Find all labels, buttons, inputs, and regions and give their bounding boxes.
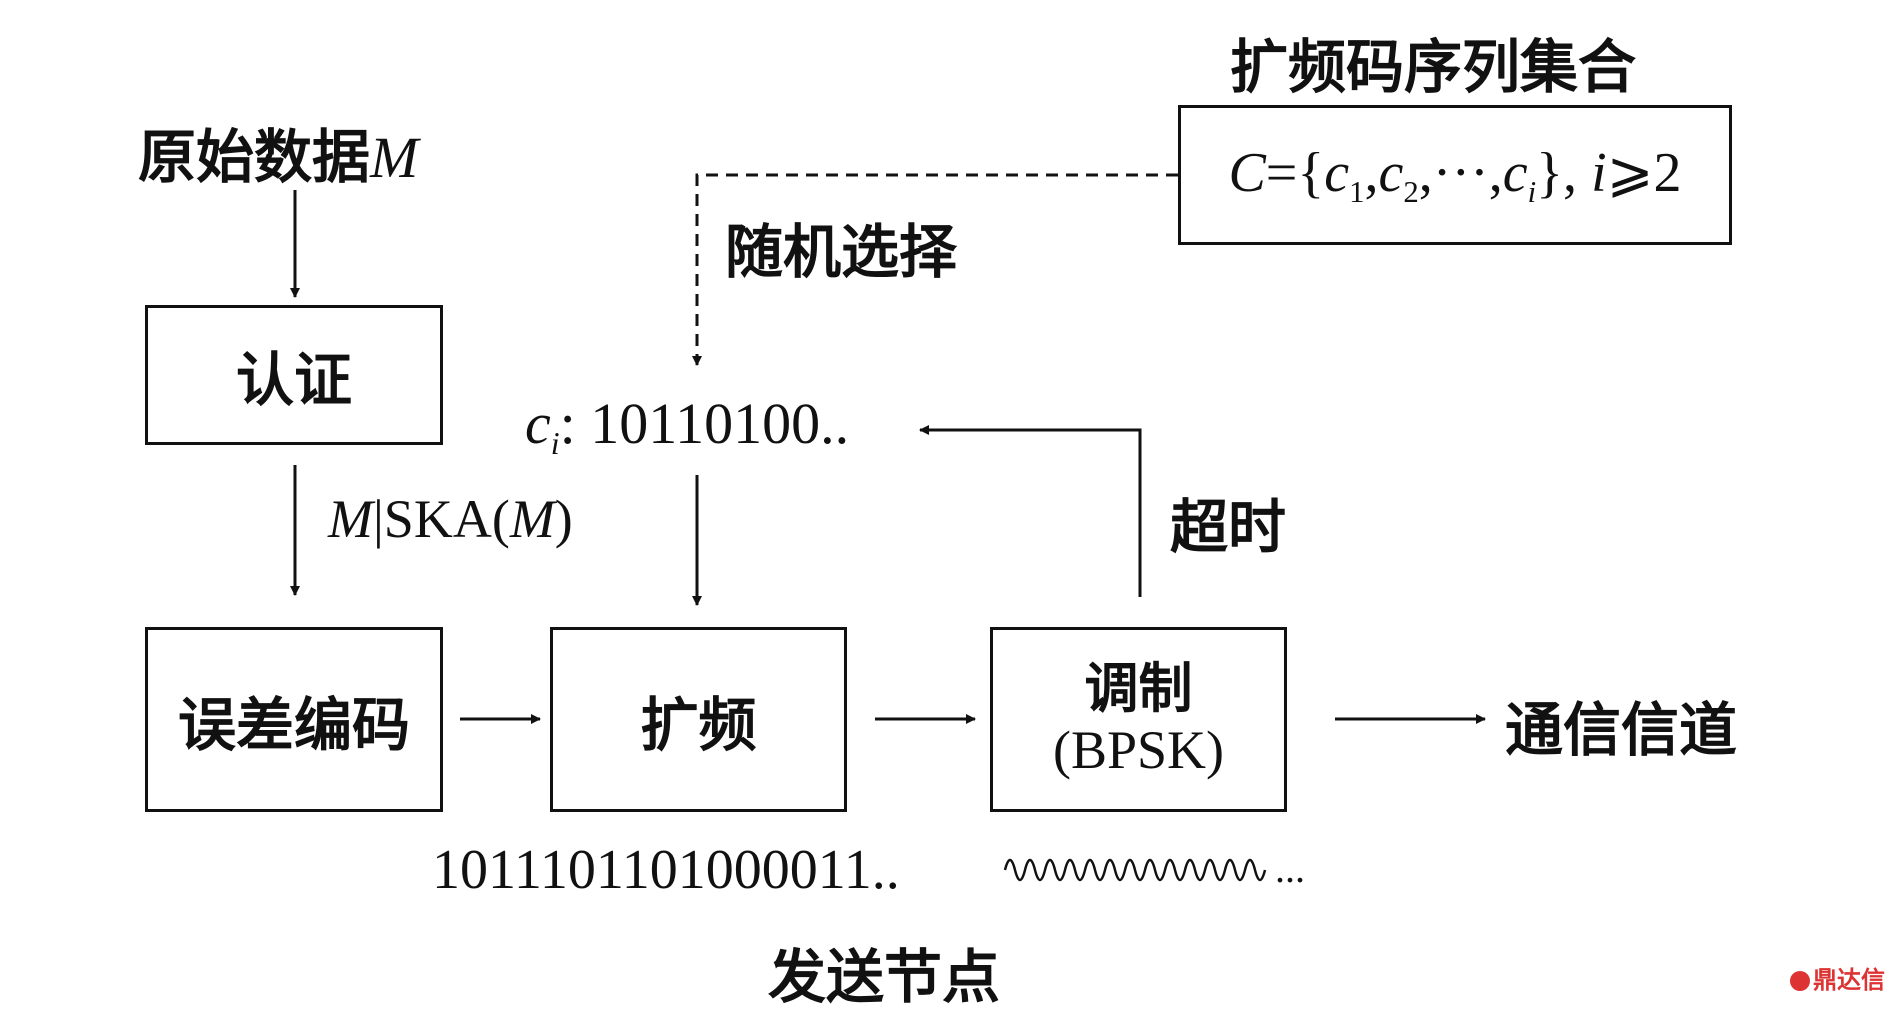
- modulation-box: 调制 (BPSK): [990, 627, 1287, 812]
- modulation-label: 调制: [1084, 657, 1193, 721]
- error-coding-label: 误差编码: [177, 690, 410, 759]
- random-select-label: 随机选择: [725, 218, 958, 286]
- ska-label: M|SKA(M): [328, 489, 573, 549]
- raw-data-label: 原始数据M: [138, 110, 418, 194]
- modulation-scheme: (BPSK): [1052, 719, 1225, 780]
- send-node-label: 发送节点: [768, 943, 1001, 1011]
- spread-box: 扩频: [550, 627, 847, 812]
- timeout-label: 超时: [1170, 493, 1287, 561]
- watermark: 鼎达信: [1790, 960, 1885, 995]
- wave-ellipsis: ...: [1275, 846, 1305, 891]
- raw-data-text: 原始数据: [138, 123, 371, 191]
- code-set-formula: C={c1,c2,···,ci}, i⩾2: [1228, 142, 1682, 209]
- watermark-icon: [1790, 971, 1810, 991]
- code-set-box: C={c1,c2,···,ci}, i⩾2: [1178, 105, 1732, 245]
- error-coding-box: 误差编码: [145, 627, 443, 812]
- code-set-title: 扩频码序列集合: [1230, 33, 1637, 101]
- bits-stream: 1011101101000011..: [432, 839, 900, 901]
- auth-label: 认证: [235, 346, 352, 414]
- auth-box: 认证: [145, 305, 443, 445]
- bpsk-waveform: [1003, 858, 1267, 882]
- arrow-random-select: [692, 173, 1178, 366]
- raw-data-variable: M: [370, 125, 419, 190]
- spreading-code-value: ci: 10110100..: [525, 391, 850, 462]
- spread-label: 扩频: [640, 690, 757, 759]
- arrow-timeout-feedback: [919, 425, 1142, 597]
- channel-label: 通信信道: [1505, 696, 1738, 764]
